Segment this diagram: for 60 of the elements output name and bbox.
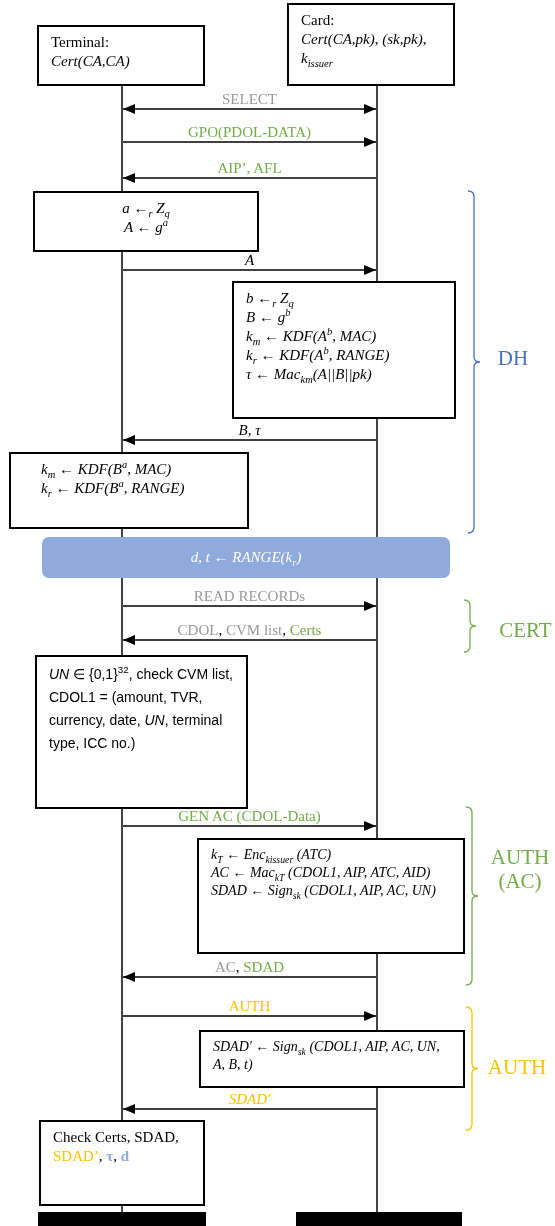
formula: k$_{r}$ ← KDF(A$^{b}$, RANGE) — [246, 346, 391, 365]
edge-label: GEN AC (CDOL-Data) — [176, 808, 323, 824]
phase-label: DH — [496, 346, 530, 370]
message-arrow — [122, 1104, 377, 1114]
phase-label: AUTH (AC) — [489, 845, 551, 893]
edge-label: AUTH — [226, 998, 273, 1014]
action-box — [199, 1030, 465, 1088]
message-arrow — [122, 601, 377, 611]
lifeline — [376, 86, 378, 1212]
action-box — [33, 191, 259, 252]
action-box — [232, 281, 456, 419]
edge-label: SDAD′ — [226, 1091, 273, 1107]
message-arrow — [122, 137, 377, 147]
formula: k$_{m}$ ← KDF(B$^{a}$, MAC) — [41, 460, 173, 479]
node-text: Card: — [301, 11, 336, 30]
lifeline — [121, 86, 123, 1212]
end-bar — [38, 1212, 206, 1226]
action-box — [39, 1120, 205, 1206]
action-box — [35, 655, 248, 809]
message-arrow — [122, 265, 377, 275]
edge-label: GPO(PDOL-DATA) — [186, 124, 313, 140]
formula: d, t ← RANGE(k$_{r}$) — [190, 548, 302, 567]
formula: k$_{r}$ ← KDF(B$^{a}$, RANGE) — [41, 479, 186, 498]
message-arrow — [122, 821, 377, 831]
node-text: UN ∈ {0,1}$^{32}$, check CVM list, CDOL1 = (amount, TVR, currency, date, UN, terminal type, ICC no.) — [49, 663, 234, 753]
edge-label: READ RECORDs — [191, 588, 308, 604]
end-bar — [296, 1212, 462, 1226]
action-box — [9, 452, 249, 529]
formula: A ← g$^{a}$ — [122, 218, 169, 237]
edge-label: B, τ — [236, 422, 263, 438]
formula: SDAD ← Sign$_{sk}$ (CDOL1, AIP, AC, UN) — [211, 882, 437, 900]
node-text: Check Certs, SDAD, SDAD’, τ, d — [53, 1128, 180, 1166]
message-arrow — [122, 972, 377, 982]
band — [42, 537, 450, 578]
message-arrow — [122, 1011, 377, 1021]
formula: AC ← Mac$_{kT}$ (CDOL1, AIP, ATC, AID) — [211, 864, 432, 882]
formula: τ ← Mac$_{km}$(A||B||pk) — [246, 365, 373, 384]
edge-label: A — [242, 252, 257, 268]
formula: Cert(CA,CA) — [51, 52, 131, 71]
message-arrow — [122, 435, 377, 445]
phase-label: CERT — [498, 618, 553, 642]
formula: SDAD′ ← Sign$_{sk}$ (CDOL1, AIP, AC, UN, A, B, t) — [213, 1038, 441, 1074]
node-text: Terminal: — [51, 33, 111, 52]
edge-label: AIP’, AFL — [215, 160, 284, 176]
message-arrow — [122, 104, 377, 114]
formula: a ←$_{r}$ Z$_{q}$ — [121, 199, 171, 218]
edge-label: SELECT — [220, 91, 279, 107]
formula: B ← g$^{b}$ — [246, 308, 291, 327]
formula: k$_{m}$ ← KDF(A$^{b}$, MAC) — [246, 327, 378, 346]
formula: b ←$_{r}$ Z$_{q}$ — [246, 289, 295, 308]
edge-label: CDOL, CVM list, Certs — [175, 622, 324, 638]
message-arrow — [122, 635, 377, 645]
formula: k$_{T}$ ← Enc$_{kissuer}$ (ATC) — [211, 846, 333, 864]
edge-label: AC, SDAD — [212, 959, 287, 975]
phase-label: AUTH — [486, 1055, 548, 1079]
participant-box — [287, 3, 455, 86]
participant-box — [37, 25, 205, 86]
formula: Cert(CA,pk), (sk,pk), k$_{issuer}$ — [301, 30, 428, 68]
message-arrow — [122, 173, 377, 183]
action-box — [197, 838, 465, 954]
